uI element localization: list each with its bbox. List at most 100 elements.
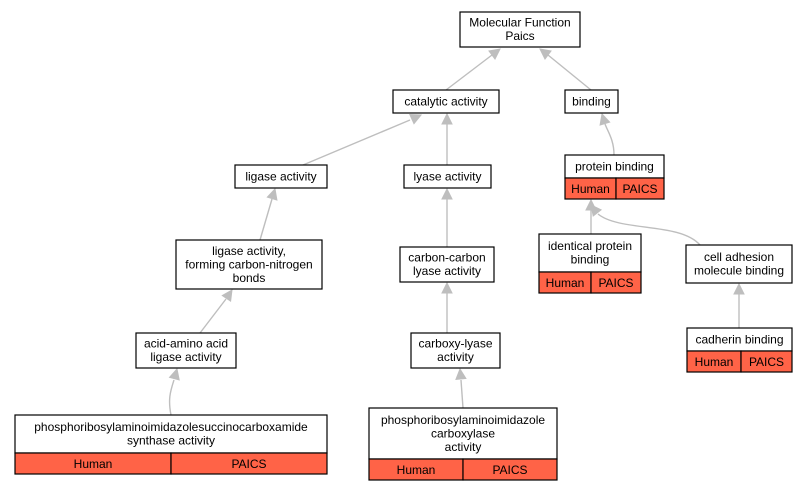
gene-tag: PAICS [598,276,633,290]
go-term-node-binding[interactable]: binding [564,89,619,114]
node-label-box [403,164,492,189]
node-label-box [135,332,237,369]
node-label-line: cell adhesion [704,250,774,264]
node-label-box [459,11,581,48]
arrowhead [441,187,453,200]
edges-layer [168,48,745,416]
arrowhead [441,281,453,294]
gene-tag-cell [740,350,793,373]
edge-line [604,123,615,156]
node-label-box [564,89,619,114]
node-label-line: lyase activity [413,169,481,183]
gene-tag: PAICS [492,463,527,477]
node-label-line: Molecular Function [469,16,570,30]
arrowhead [168,367,180,381]
gene-tag-cell [462,458,558,481]
edge-line [259,198,273,241]
node-label-line: cadherin binding [695,332,783,346]
node-label-box [392,89,500,114]
go-term-node-catalytic[interactable]: catalytic activity [392,89,500,114]
edge-line [199,298,227,334]
arrowhead [590,204,603,217]
edge-air_carboxylase-to-carboxy_lyase [455,367,467,409]
arrowhead [539,48,552,60]
edge-aa_ligase-to-ligase_cn [199,289,233,334]
arrowhead [409,114,423,125]
node-label-box [685,244,793,284]
node-label-line: carboxylase [431,426,495,440]
species-tag: Human [571,182,610,196]
go-term-node-ligase[interactable]: ligase activity [234,164,328,189]
node-label-line: phosphoribosylaminoimidazole [381,413,545,427]
edge-line [460,379,464,409]
arrowhead [455,367,467,380]
arrowhead [488,48,501,60]
node-label-line: ligase activity [150,350,221,364]
node-label-line: protein binding [575,159,654,173]
node-label-line: ligase activity [245,169,316,183]
node-label-line: acid-amino acid [144,337,228,351]
gene-tag: PAICS [749,355,784,369]
node-label-box [14,414,328,454]
gene-tag: PAICS [231,457,266,471]
edge-line [445,54,493,91]
edge-cc_lyase-to-lyase [441,187,453,247]
edge-cadherin-to-cell_adhesion [733,282,745,328]
edge-binding-to-mf [539,48,592,91]
go-term-node-air-carboxylase[interactable]: phosphoribosylaminoimidazolecarboxylasea… [368,407,558,481]
edge-protein_binding-to-binding [599,112,615,156]
gene-tag-cell [590,271,642,294]
node-label-line: activity [437,350,474,364]
node-label-box [234,164,328,189]
node-label-line: binding [571,253,610,267]
gene-tag-cell [170,452,328,475]
edge-catalytic-to-mf [445,48,501,91]
arrowhead [441,112,453,125]
go-term-node-ligase-cn[interactable]: ligase activity,forming carbon-nitrogenb… [175,239,323,290]
arrowhead [221,289,233,302]
arrowhead [733,282,745,295]
edge-carboxy_lyase-to-cc_lyase [441,281,453,333]
node-label-box [368,407,558,460]
arrowhead [599,112,611,126]
node-label-box [410,332,501,369]
node-label-line: carboxy-lyase [418,337,492,351]
go-term-node-lyase[interactable]: lyase activity [403,164,492,189]
node-label-line: forming carbon-nitrogen [185,257,312,271]
node-label-line: molecule binding [694,264,784,278]
node-label-line: binding [572,94,611,108]
node-label-line: carbon-carbon [408,251,485,265]
species-tag: Human [74,457,113,471]
node-label-line: phosphoribosylaminoimidazolesuccinocarbo… [34,420,308,434]
node-label-line: Paics [505,29,534,43]
node-label-line: bonds [233,271,266,285]
edge-ligase-to-catalytic [302,114,423,166]
gene-tag: PAICS [622,182,657,196]
edge-line [597,213,701,246]
gene-tag-cell [615,177,665,200]
edge-line [547,54,592,91]
go-term-node-saicar[interactable]: phosphoribosylaminoimidazolesuccinocarbo… [14,414,328,475]
species-tag: Human [546,276,585,290]
species-tag: Human [397,463,436,477]
node-label-line: ligase activity, [212,244,286,258]
edge-line [168,379,175,416]
node-label-box [399,246,495,283]
edge-line [302,119,411,166]
node-label-box [175,239,323,290]
edge-saicar-to-aa_ligase [168,367,180,416]
species-tag: Human [695,355,734,369]
node-label-line: lyase activity [413,264,481,278]
node-label-line: synthase activity [127,434,215,448]
node-label-line: activity [445,440,482,454]
